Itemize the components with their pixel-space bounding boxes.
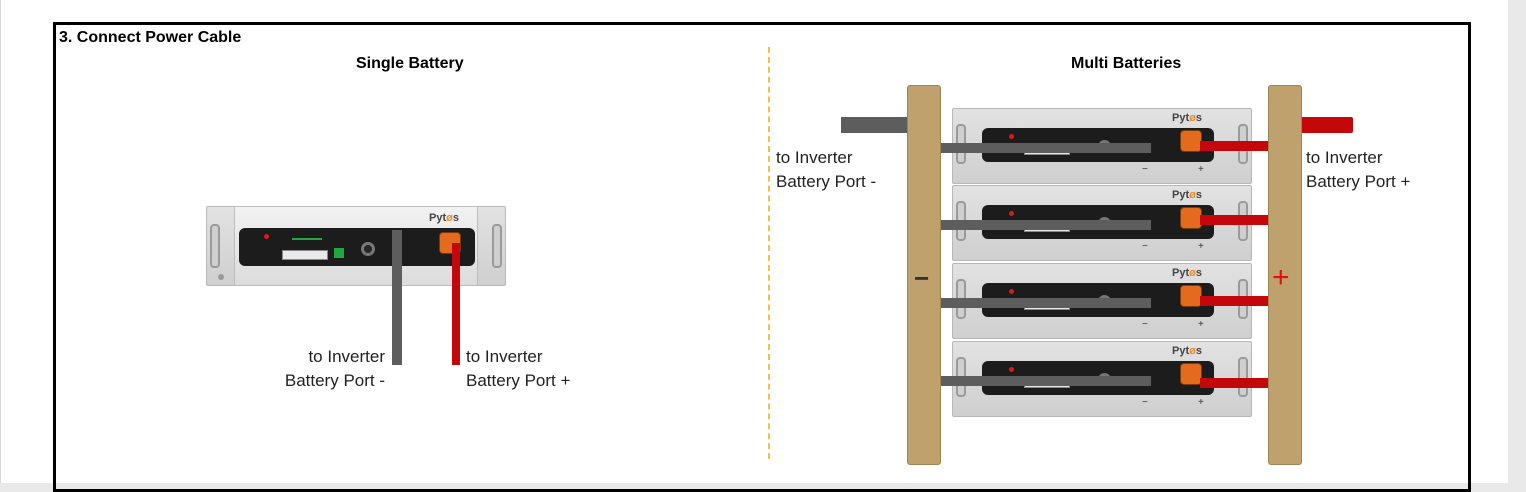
battery-1-positive-cable — [1200, 141, 1268, 151]
battery-3-negative-cable — [941, 298, 1151, 308]
battery-brand: Pytøs — [1172, 345, 1202, 357]
battery-4-positive-cable — [1200, 378, 1268, 388]
status-led — [1009, 134, 1014, 139]
battery-handle-right — [492, 224, 502, 268]
positive-symbol: + — [1272, 261, 1290, 294]
battery-brand: Pytøs — [1172, 267, 1202, 279]
status-led — [1009, 367, 1014, 372]
negative-symbol: − — [914, 263, 930, 293]
plus-mark: + — [1198, 164, 1204, 175]
status-led — [1009, 289, 1014, 294]
minus-mark: − — [1142, 319, 1148, 330]
multi-batteries-title: Multi Batteries — [1071, 55, 1182, 72]
single-battery-unit: Pytøs — [206, 206, 506, 286]
power-switch — [361, 242, 375, 256]
plus-mark: + — [1198, 397, 1204, 408]
battery-brand: Pytøs — [429, 212, 459, 224]
section-frame: 3. Connect Power Cable Single Battery Mu… — [53, 22, 1471, 492]
plus-mark: + — [1198, 319, 1204, 330]
battery-handle-left — [210, 224, 220, 268]
battery-front-panel — [239, 228, 475, 266]
positive-terminal — [1180, 130, 1202, 152]
battery-handle-right — [1238, 357, 1248, 397]
battery-2-positive-cable — [1200, 215, 1268, 225]
positive-busbar — [1268, 85, 1302, 465]
positive-terminal — [1180, 285, 1202, 307]
multi-positive-main-cable — [1301, 117, 1353, 133]
positive-terminal — [1180, 363, 1202, 385]
status-led — [264, 234, 269, 239]
plus-mark: + — [1198, 241, 1204, 252]
status-led — [1009, 211, 1014, 216]
minus-mark: − — [1142, 241, 1148, 252]
battery-2-negative-cable — [941, 220, 1151, 230]
minus-mark: − — [1142, 164, 1148, 175]
single-positive-cable — [452, 243, 460, 365]
scrollbar[interactable] — [1508, 0, 1526, 483]
battery-3-positive-cable — [1200, 296, 1268, 306]
battery-brand: Pytøs — [1172, 112, 1202, 124]
soc-bar — [292, 238, 322, 240]
dry-contact-terminal — [334, 248, 344, 258]
positive-terminal — [1180, 207, 1202, 229]
section-title: 3. Connect Power Cable — [59, 29, 242, 46]
minus-mark: − — [1142, 397, 1148, 408]
single-negative-cable — [392, 230, 402, 365]
battery-4-negative-cable — [941, 376, 1151, 386]
multi-negative-main-cable — [841, 117, 913, 133]
single-battery-title: Single Battery — [356, 55, 464, 72]
battery-1-negative-cable — [941, 143, 1151, 153]
negative-busbar — [907, 85, 941, 465]
comm-ports — [282, 250, 328, 260]
ground-screw — [218, 274, 224, 280]
battery-brand: Pytøs — [1172, 189, 1202, 201]
divider-line — [768, 47, 770, 459]
